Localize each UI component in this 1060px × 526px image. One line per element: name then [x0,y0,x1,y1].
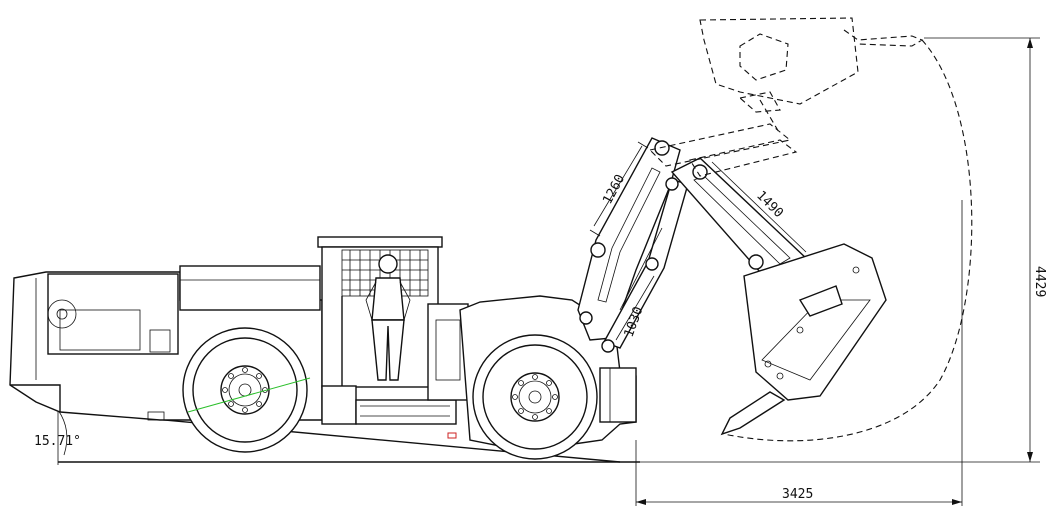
raised-position-outline [648,17,924,177]
dim-1490 [711,161,807,253]
dim-4429-label: 4429 [1032,266,1047,297]
dim-3425-label: 3425 [782,487,813,502]
red-marker [447,432,457,439]
dim-1030 [615,275,655,341]
swing-arc [723,39,973,442]
green-reference-line [187,377,311,413]
hammer-body [743,243,887,401]
rear-wheel [182,327,308,453]
operator-figure [365,254,411,381]
angle-arc [57,409,68,465]
dim-4429 [924,37,1040,463]
angle-label: 15.71° [34,434,81,449]
front-wheel [472,334,598,460]
dim-1260 [589,141,649,237]
hammer-chisel [720,391,786,436]
dim-3425 [635,200,963,506]
